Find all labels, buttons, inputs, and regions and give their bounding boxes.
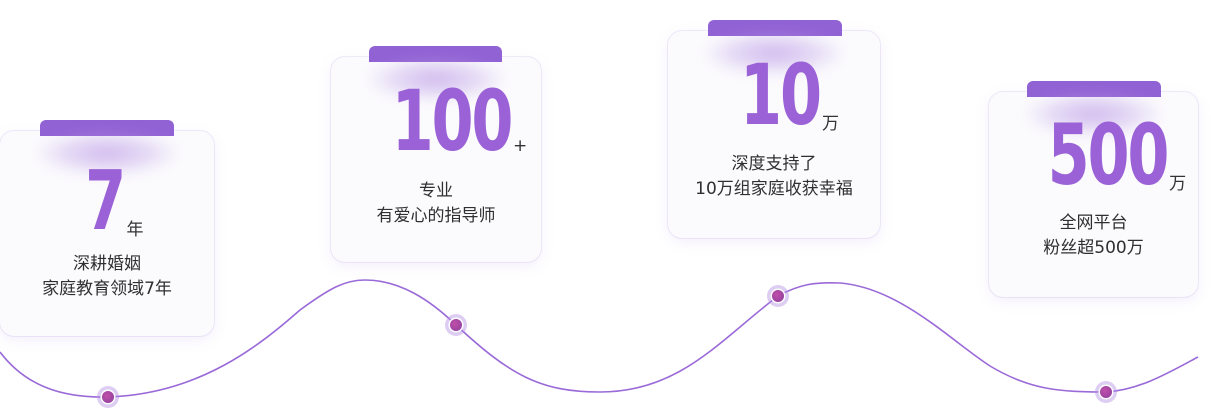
stat-description: 专业 有爱心的指导师 [331, 179, 541, 229]
stat-number: 500 [1047, 106, 1169, 204]
stat-card-fans: 500 万 全网平台 粉丝超500万 [989, 81, 1198, 297]
stat-card-years: 7 年 深耕婚姻 家庭教育领域7年 [0, 120, 214, 336]
desc-line-2: 家庭教育领域7年 [42, 279, 172, 299]
stat-card-families: 10 万 深度支持了 10万组家庭收获幸福 [668, 20, 880, 238]
stat-number: 10 [740, 46, 822, 144]
desc-line-2: 粉丝超500万 [1043, 238, 1144, 258]
desc-line-1: 深耕婚姻 [73, 254, 141, 274]
stat-description: 全网平台 粉丝超500万 [989, 211, 1198, 261]
stat-unit: 万 [1169, 174, 1187, 194]
stat-description: 深耕婚姻 家庭教育领域7年 [0, 252, 214, 302]
stat-value: 10 万 [668, 53, 880, 137]
stat-value: 7 年 [0, 161, 214, 243]
stat-value: 100 + [331, 79, 541, 163]
stat-number: 100 [391, 72, 513, 170]
timeline-dot-icon [1095, 381, 1117, 403]
card-glow [38, 131, 176, 175]
stat-number: 7 [85, 154, 127, 249]
timeline-dot-icon [97, 386, 119, 408]
card-glow [706, 31, 842, 75]
desc-line-2: 10万组家庭收获幸福 [695, 179, 853, 199]
stat-description: 深度支持了 10万组家庭收获幸福 [668, 152, 880, 202]
stat-unit: + [513, 136, 528, 156]
card-glow [369, 57, 503, 101]
desc-line-2: 有爱心的指导师 [376, 206, 496, 226]
desc-line-1: 专业 [419, 181, 453, 201]
stat-unit: 年 [126, 220, 144, 240]
stat-card-mentors: 100 + 专业 有爱心的指导师 [331, 46, 541, 262]
stat-unit: 万 [821, 114, 839, 134]
timeline-dot-icon [767, 285, 789, 307]
stat-value: 500 万 [989, 113, 1198, 197]
card-glow [1027, 92, 1160, 136]
desc-line-1: 深度支持了 [731, 154, 817, 174]
timeline-dot-icon [445, 314, 467, 336]
desc-line-1: 全网平台 [1059, 213, 1128, 233]
